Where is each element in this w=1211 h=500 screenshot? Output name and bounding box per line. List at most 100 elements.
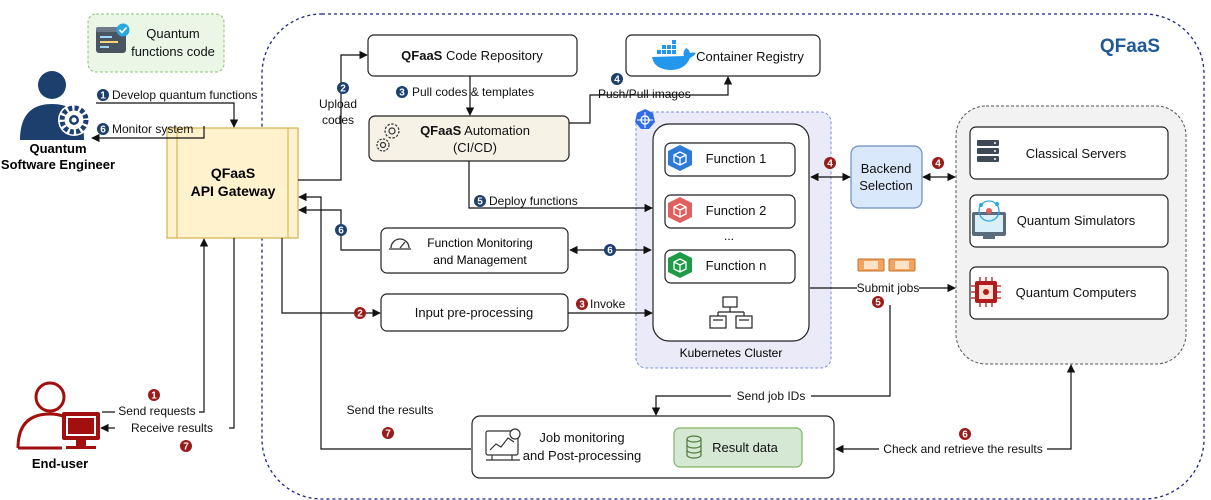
step-num-deploy: 5: [477, 197, 483, 208]
api-gateway: [166, 127, 299, 239]
job-monitoring-line1: Job monitoring: [539, 430, 624, 445]
deploy-arrow: [468, 161, 653, 213]
upload-label-1: Upload: [319, 97, 357, 111]
backend-selection-box: [850, 145, 923, 209]
function-2-box: [664, 194, 796, 229]
step-badge-cluster-backend: [824, 157, 836, 169]
receive-arrow: [100, 238, 235, 433]
backend-selection-line2: Selection: [859, 178, 912, 193]
step-badge-monitoring-cluster: [604, 244, 616, 256]
job-monitoring-line2: and Post-processing: [523, 448, 642, 463]
step-num-develop: 1: [100, 91, 106, 102]
gauge-icon: [389, 238, 411, 250]
step-num-submit: 5: [875, 298, 881, 309]
step-num-receive: 7: [183, 442, 189, 453]
deploy-label: Deploy functions: [489, 194, 578, 208]
function-n-box: [664, 249, 796, 284]
automation-line1: QFaaS Automation: [420, 123, 530, 138]
upload-label-2: codes: [322, 113, 354, 127]
function-1-box: [664, 142, 796, 177]
container-registry-label: Container Registry: [696, 49, 804, 64]
platform-title: QFaaS: [1100, 36, 1160, 57]
step-badge-receive: [180, 440, 192, 452]
step-badge-monitor: [97, 123, 109, 135]
classical-servers-box: [969, 126, 1169, 180]
send-results-arrow: [298, 192, 471, 450]
quantum-computers-label: Quantum Computers: [1016, 285, 1137, 300]
pull-label: Pull codes & templates: [412, 85, 534, 99]
invoke-label: Invoke: [590, 297, 626, 311]
function-1-label: Function 1: [706, 151, 767, 166]
automation-line2: (CI/CD): [453, 140, 497, 155]
step-num-upload: 2: [340, 84, 346, 95]
end-user-label: End-user: [32, 456, 88, 471]
engineer-icon: [20, 71, 90, 140]
database-icon: [686, 435, 702, 459]
check-label-bg: [879, 442, 1047, 456]
submit-label: Submit jobs: [857, 281, 920, 295]
functions-ellipsis: ...: [724, 229, 734, 243]
docker-icon: [652, 40, 696, 70]
step-num-send-requests: 1: [151, 391, 157, 402]
step-badge-deploy: [474, 195, 486, 207]
push-pull-arrow: [569, 76, 733, 124]
function-1-icon: [668, 145, 692, 171]
send-ids-label: Send job IDs: [737, 389, 806, 403]
step-num-monitoring-cluster: 6: [607, 246, 613, 257]
function-2-label: Function 2: [706, 203, 767, 218]
step-num-check: 6: [962, 430, 968, 441]
step-num-pull: 3: [399, 88, 405, 99]
step-badge-monitoring-gateway: [335, 224, 347, 236]
step-num-cluster-backend: 4: [827, 159, 833, 170]
quantum-simulators-label: Quantum Simulators: [1017, 213, 1136, 228]
receive-label: Receive results: [131, 421, 213, 435]
submit-label-bg: [857, 281, 919, 295]
quantum-computers-box: [969, 266, 1169, 320]
step-badge-submit: [872, 296, 884, 308]
server-icon: [977, 140, 999, 162]
step-badge-check: [959, 428, 971, 440]
quantum-chip-icon: [971, 277, 1001, 307]
code-badge-line2: functions code: [131, 44, 215, 59]
simulator-icon: [972, 200, 1006, 239]
input-preprocessing-label: Input pre-processing: [415, 305, 534, 320]
function-n-icon: [668, 252, 692, 278]
step-num-preprocessing: 2: [357, 309, 363, 320]
function-monitoring-box: [380, 227, 569, 274]
gateway-preprocessing-arrow: [281, 238, 381, 318]
function-monitoring-line1: Function Monitoring: [427, 236, 532, 250]
function-n-label: Function n: [706, 258, 767, 273]
develop-label: Develop quantum functions: [112, 88, 257, 102]
send-ids-label-bg: [731, 389, 811, 403]
qfaas-boundary: [261, 13, 1205, 500]
send-results-label: Send the results: [347, 403, 434, 417]
step-num-send-results: 7: [385, 429, 391, 440]
classical-servers-label: Classical Servers: [1026, 146, 1127, 161]
code-editor-icon: [96, 23, 130, 53]
receive-label-bg: [115, 421, 229, 435]
cluster-nodes-icon: [709, 296, 753, 329]
step-badge-preprocessing: [354, 307, 366, 319]
backend-selection-line1: Backend: [861, 161, 912, 176]
step-num-monitor: 6: [100, 125, 106, 136]
code-repository-box: [367, 34, 578, 77]
step-num-invoke: 3: [579, 300, 585, 311]
develop-arrow: [96, 102, 239, 128]
cluster-label: Kubernetes Cluster: [680, 346, 783, 360]
result-data-box: [673, 427, 803, 468]
step-num-monitoring-gateway: 6: [338, 226, 344, 237]
automation-gears-icon: [376, 123, 400, 152]
result-data-label: Result data: [712, 440, 779, 455]
step-badge-send-requests: [148, 389, 160, 401]
step-badge-backend-backends: [932, 157, 944, 169]
quantum-simulators-box: [969, 194, 1169, 248]
send-requests-label-bg: [115, 404, 199, 418]
code-badge-line1: Quantum: [146, 26, 199, 41]
code-repository-label: QFaaS Code Repository: [401, 48, 543, 63]
check-arrow: [835, 364, 1076, 454]
gateway-line1: QFaaS: [211, 165, 255, 181]
step-badge-push-pull: [611, 73, 623, 85]
monitor-arrow: [91, 126, 205, 143]
job-monitoring-chart-icon: [485, 428, 521, 461]
